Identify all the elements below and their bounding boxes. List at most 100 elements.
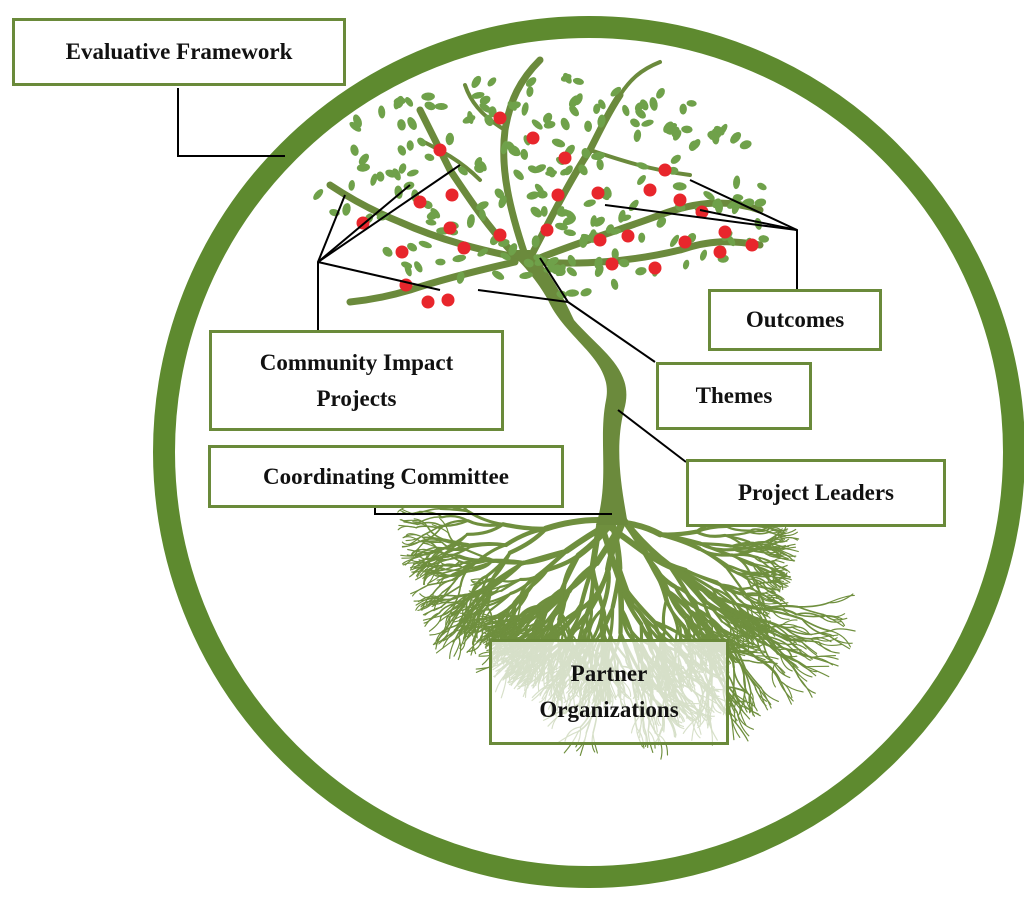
root-strand bbox=[447, 532, 465, 550]
root-strand bbox=[828, 594, 855, 604]
root-strand bbox=[753, 611, 771, 619]
root-strand bbox=[774, 543, 789, 550]
root-strand bbox=[485, 551, 512, 578]
root-strand bbox=[745, 645, 766, 652]
root-strand bbox=[781, 646, 813, 659]
root-strand bbox=[773, 573, 789, 584]
connector-outcomes-3 bbox=[699, 209, 798, 231]
root-strand bbox=[462, 625, 473, 645]
leaf bbox=[711, 132, 720, 145]
root-strand bbox=[424, 569, 443, 576]
root-strand bbox=[695, 607, 731, 641]
leaf bbox=[500, 252, 511, 261]
leaf bbox=[526, 191, 540, 200]
root-strand bbox=[400, 519, 418, 525]
root-strand bbox=[435, 638, 457, 654]
fruit bbox=[540, 223, 554, 237]
outcomes-box: Outcomes bbox=[708, 289, 882, 351]
fruit bbox=[713, 245, 727, 259]
community-impact-projects-box: Community Impact Projects bbox=[209, 330, 504, 431]
root-strand bbox=[801, 618, 832, 632]
root-strand bbox=[470, 578, 484, 583]
fruit bbox=[493, 228, 507, 242]
root-strand bbox=[775, 549, 792, 559]
root-strand bbox=[487, 627, 504, 631]
connector-community-impact-2 bbox=[317, 184, 411, 263]
root-strand bbox=[749, 527, 771, 533]
root-strand bbox=[743, 666, 763, 689]
leaf bbox=[635, 267, 647, 276]
root-strand bbox=[818, 641, 843, 647]
leaf bbox=[513, 169, 524, 181]
root-strand bbox=[484, 589, 503, 600]
root-strand bbox=[437, 547, 461, 557]
root-strand bbox=[694, 530, 727, 538]
leaf bbox=[551, 138, 566, 148]
evaluative-framework-box: Evaluative Framework bbox=[12, 18, 346, 86]
root-strand bbox=[422, 527, 442, 544]
leaf bbox=[407, 242, 418, 252]
leaf bbox=[639, 99, 649, 111]
root-strand bbox=[439, 599, 466, 604]
root-strand bbox=[600, 567, 611, 612]
themes-label: Themes bbox=[695, 383, 773, 409]
fruit bbox=[445, 188, 459, 202]
root-strand bbox=[470, 591, 485, 597]
leaf bbox=[523, 258, 534, 268]
root-strand bbox=[701, 599, 736, 626]
leaf bbox=[494, 188, 505, 199]
leaf bbox=[542, 112, 553, 124]
leaf bbox=[594, 264, 604, 277]
root-strand bbox=[426, 533, 443, 544]
root-strand bbox=[440, 594, 461, 609]
leaf bbox=[414, 261, 423, 273]
root-strand bbox=[415, 541, 425, 559]
leaf bbox=[405, 97, 414, 107]
root-strand bbox=[667, 592, 687, 620]
leaf bbox=[508, 147, 521, 157]
root-strand bbox=[435, 627, 451, 642]
root-strand bbox=[770, 560, 785, 564]
leaf bbox=[669, 234, 680, 247]
root-strand bbox=[559, 553, 581, 592]
fruit bbox=[673, 193, 687, 207]
root-strand bbox=[557, 587, 564, 622]
root-strand bbox=[519, 624, 533, 640]
root-strand bbox=[484, 621, 499, 629]
leaf bbox=[531, 119, 543, 130]
leaf bbox=[395, 95, 404, 109]
root-strand bbox=[500, 627, 512, 640]
root-strand bbox=[431, 595, 445, 608]
leaf bbox=[757, 182, 767, 191]
leaf bbox=[484, 114, 494, 127]
leaf bbox=[401, 261, 413, 269]
connector-community-impact-3 bbox=[317, 164, 461, 263]
outcomes-label: Outcomes bbox=[745, 307, 845, 333]
leaf bbox=[519, 271, 533, 280]
leaf bbox=[610, 228, 621, 235]
root-strand bbox=[416, 521, 442, 527]
root-strand bbox=[438, 601, 463, 614]
root-strand bbox=[439, 519, 470, 527]
leaf bbox=[686, 100, 697, 107]
leaf bbox=[385, 169, 397, 178]
root-strand bbox=[418, 559, 438, 565]
root-strand bbox=[441, 571, 467, 577]
root-strand bbox=[667, 563, 718, 599]
community-impact-projects-label: Community Impact Projects bbox=[259, 349, 454, 411]
root-strand bbox=[770, 571, 785, 582]
root-strand bbox=[452, 614, 470, 623]
root-strand bbox=[473, 598, 486, 610]
root-strand bbox=[442, 577, 458, 597]
root-strand bbox=[560, 612, 571, 635]
root-strand bbox=[420, 600, 441, 610]
leaf bbox=[593, 103, 601, 114]
leaf bbox=[699, 249, 708, 261]
leaf bbox=[580, 288, 592, 297]
root-strand bbox=[464, 560, 493, 574]
root-strand bbox=[460, 630, 466, 651]
leaf bbox=[714, 199, 724, 214]
root-strand bbox=[473, 617, 494, 622]
leaf bbox=[656, 217, 667, 228]
root-strand bbox=[453, 636, 461, 657]
